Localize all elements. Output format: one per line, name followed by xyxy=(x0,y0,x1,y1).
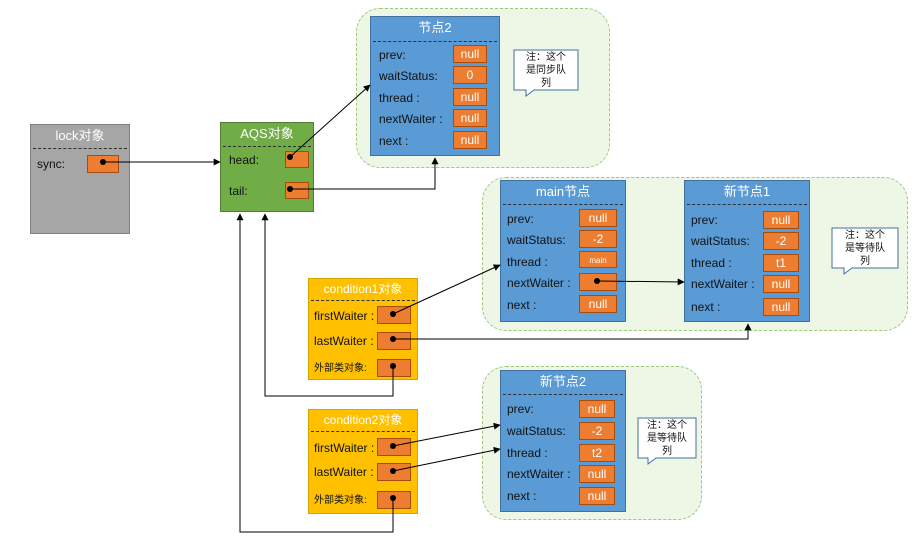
aqs-head-pointer-dot xyxy=(287,154,293,160)
note-sync-line3: 列 xyxy=(541,78,551,89)
node2-next-value: null xyxy=(453,131,487,149)
note-wait1-line1: 注：这个 xyxy=(845,230,885,241)
c1-lw-pointer-dot xyxy=(390,336,396,342)
main-nw-pointer-dot xyxy=(594,278,600,284)
c2-outer-pointer-dot xyxy=(390,495,396,501)
condition1-object: condition1对象 firstWaiter : lastWaiter : … xyxy=(308,278,418,380)
new-node2-prev-value: null xyxy=(579,400,615,418)
new-node1-ws-value: -2 xyxy=(763,232,799,250)
condition2-fw-label: firstWaiter : xyxy=(314,441,375,455)
edge-c2-first-new2 xyxy=(392,422,501,447)
aqs-tail-label: tail: xyxy=(229,184,248,198)
new-node1-next-label: next : xyxy=(691,300,721,314)
note-sync-line2: 是同步队 xyxy=(526,65,566,76)
aqs-title: AQS对象 xyxy=(240,126,294,141)
condition1-fw-label: firstWaiter : xyxy=(314,309,375,323)
new-node1-prev-label: prev: xyxy=(691,213,718,227)
note-wait1-line3: 列 xyxy=(860,256,870,267)
main-node: main节点 prev: null waitStatus: -2 thread … xyxy=(500,180,626,322)
c1-fw-pointer-dot xyxy=(390,311,396,317)
condition2-lw-label: lastWaiter : xyxy=(314,465,374,479)
lock-sync-pointer-dot xyxy=(100,159,106,165)
new-node2-title: 新节点2 xyxy=(539,374,587,389)
main-node-thread-label: thread : xyxy=(507,255,548,269)
new-node1: 新节点1 prev: null waitStatus: -2 thread : … xyxy=(684,180,810,322)
new-node1-title: 新节点1 xyxy=(723,184,771,199)
note-sync-callout xyxy=(513,49,579,97)
new-node1-thread-value: t1 xyxy=(763,254,799,272)
note-wait1-callout xyxy=(831,227,899,275)
note-wait1-line2: 是等待队 xyxy=(845,243,885,254)
main-node-title: main节点 xyxy=(535,184,591,199)
new-node2-prev-label: prev: xyxy=(507,402,534,416)
new-node2-next-label: next : xyxy=(507,489,537,503)
edge-c1-first-main xyxy=(392,264,501,315)
main-node-prev-label: prev: xyxy=(507,212,534,226)
aqs-tail-pointer-dot xyxy=(287,186,293,192)
main-node-nw-label: nextWaiter : xyxy=(507,276,571,290)
edge-c2-last-new2 xyxy=(392,446,501,472)
main-node-ws-value: -2 xyxy=(579,230,617,248)
note-wait1-text: 注：这个 是等待队 列 xyxy=(834,229,896,268)
node2-thread-label: thread : xyxy=(379,91,420,105)
condition1-lw-label: lastWaiter : xyxy=(314,334,374,348)
main-node-next-label: next : xyxy=(507,298,537,312)
node2-next-label: next : xyxy=(379,134,409,148)
edge-c1-outer-aqs xyxy=(261,213,394,397)
new-node2-next-value: null xyxy=(579,487,615,505)
edge-head-node2 xyxy=(289,84,371,158)
main-node-ws-label: waitStatus: xyxy=(507,233,566,247)
note-wait2-line1: 注：这个 xyxy=(647,420,687,431)
new-node2-ws-label: waitStatus: xyxy=(507,424,566,438)
new-node1-thread-label: thread : xyxy=(691,256,732,270)
new-node1-next-value: null xyxy=(763,298,799,316)
condition1-outer-label: 外部类对象: xyxy=(314,363,367,374)
new-node2-nw-value: null xyxy=(579,465,615,483)
condition1-title: condition1对象 xyxy=(323,282,403,296)
note-wait2-text: 注：这个 是等待队 列 xyxy=(638,419,696,458)
node2: 节点2 prev: null waitStatus: 0 thread : nu… xyxy=(370,16,500,156)
aqs-object: AQS对象 head: tail: xyxy=(220,122,314,212)
note-sync-line1: 注：这个 xyxy=(526,52,566,63)
node2-nw-value: null xyxy=(453,109,487,127)
main-node-next-value: null xyxy=(579,295,617,313)
edge-c1-last-new1 xyxy=(393,323,752,340)
condition2-object: condition2对象 firstWaiter : lastWaiter : … xyxy=(308,409,418,514)
main-node-thread-value: main xyxy=(579,251,617,268)
c2-lw-pointer-dot xyxy=(390,468,396,474)
new-node1-nw-label: nextWaiter : xyxy=(691,277,755,291)
c2-fw-pointer-dot xyxy=(390,443,396,449)
edge-main-new1 xyxy=(596,278,685,286)
note-wait2-line3: 列 xyxy=(662,446,672,457)
node2-prev-value: null xyxy=(453,45,487,63)
main-node-prev-value: null xyxy=(579,209,617,227)
note-sync-text: 注：这个 是同步队 列 xyxy=(516,51,576,90)
lock-sync-label: sync: xyxy=(37,157,66,171)
new-node1-nw-value: null xyxy=(763,275,799,293)
condition2-outer-label: 外部类对象: xyxy=(314,495,367,506)
new-node1-prev-value: null xyxy=(763,211,799,229)
new-node2-ws-value: -2 xyxy=(579,422,615,440)
node2-ws-label: waitStatus: xyxy=(379,69,438,83)
edge-tail-node2 xyxy=(290,157,439,190)
node2-prev-label: prev: xyxy=(379,48,406,62)
new-node1-ws-label: waitStatus: xyxy=(691,234,750,248)
note-wait2-line2: 是等待队 xyxy=(647,433,687,444)
c1-outer-pointer-dot xyxy=(390,363,396,369)
new-node2: 新节点2 prev: null waitStatus: -2 thread : … xyxy=(500,370,626,512)
node2-title: 节点2 xyxy=(418,20,452,35)
lock-title: lock对象 xyxy=(55,128,105,143)
lock-object: lock对象 sync: xyxy=(30,124,130,234)
node2-thread-value: null xyxy=(453,88,487,106)
new-node2-thread-value: t2 xyxy=(579,444,615,462)
note-wait2-callout xyxy=(637,417,697,465)
condition2-title: condition2对象 xyxy=(323,413,403,427)
edge-c2-outer-aqs xyxy=(236,213,394,533)
node2-ws-value: 0 xyxy=(453,66,487,84)
node2-nw-label: nextWaiter : xyxy=(379,112,443,126)
new-node2-nw-label: nextWaiter : xyxy=(507,467,571,481)
aqs-head-label: head: xyxy=(229,153,260,167)
new-node2-thread-label: thread : xyxy=(507,446,548,460)
